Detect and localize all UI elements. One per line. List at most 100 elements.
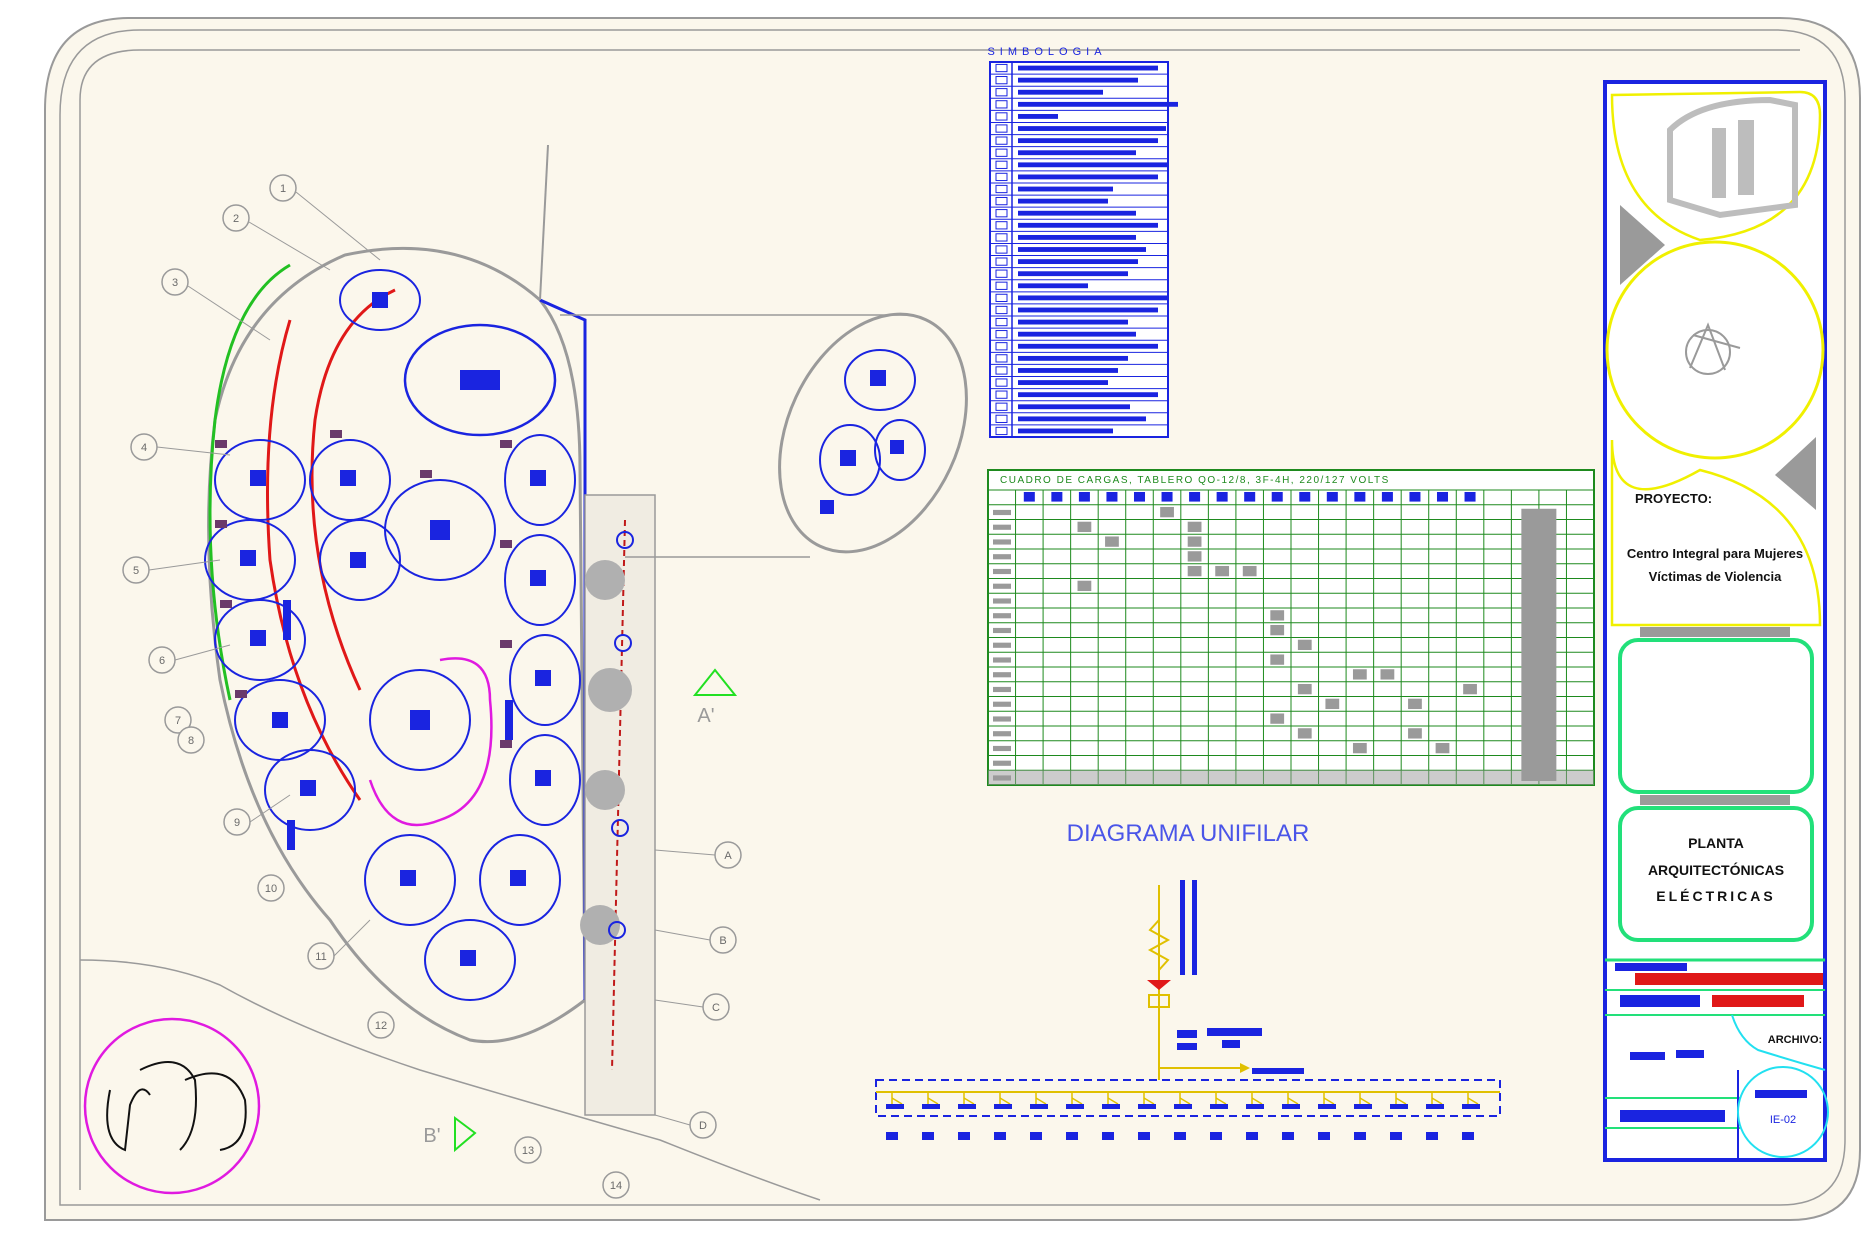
axis-5: 5 xyxy=(133,565,139,577)
load-terminal xyxy=(1210,1132,1222,1140)
total-column xyxy=(1521,508,1557,781)
load-mark xyxy=(1408,728,1422,739)
legend-symbol xyxy=(995,414,1008,423)
load-terminal xyxy=(886,1132,898,1140)
row-label xyxy=(993,642,1011,648)
load-mark xyxy=(1325,698,1340,710)
project-name-line-2: Víctimas de Violencia xyxy=(1649,569,1782,584)
totals-row xyxy=(988,770,1594,785)
column-icon xyxy=(1299,492,1311,502)
section-a-label: A' xyxy=(697,705,714,727)
breaker xyxy=(1102,1104,1120,1109)
load-mark xyxy=(1270,610,1285,621)
breaker xyxy=(958,1104,976,1109)
legend-symbol xyxy=(995,305,1008,315)
column-icon xyxy=(1244,492,1256,502)
load-table-title: CUADRO DE CARGAS, TABLERO QO-12/8, 3F-4H… xyxy=(1000,475,1390,486)
axis-6: 6 xyxy=(159,655,165,667)
axis-14: 14 xyxy=(610,1180,622,1192)
floor-plan: 1 2 3 4 5 6 7 8 9 10 11 12 13 14 A B C D… xyxy=(122,144,968,1199)
legend-symbol xyxy=(995,245,1008,254)
legend-symbol xyxy=(995,63,1008,73)
legend-entry-bar xyxy=(1018,428,1113,434)
axis-c: C xyxy=(712,1002,720,1014)
section-a-marker xyxy=(692,668,738,696)
symbology-title: SIMBOLOGIA xyxy=(987,46,1106,58)
breaker xyxy=(1318,1104,1336,1109)
legend-entry-bar xyxy=(1018,247,1146,252)
column-icon xyxy=(1023,492,1035,502)
row-label xyxy=(993,627,1011,634)
breaker xyxy=(1138,1104,1156,1109)
legend-entry-bar xyxy=(1018,392,1158,398)
load-mark xyxy=(1297,683,1312,695)
load-terminal xyxy=(1354,1132,1366,1140)
row-label xyxy=(993,716,1011,722)
legend-symbol xyxy=(995,426,1008,436)
legend-symbol xyxy=(995,184,1008,194)
load-terminal xyxy=(1462,1132,1474,1140)
north-arrow-icon xyxy=(1685,322,1741,375)
load-mark xyxy=(1270,654,1285,665)
legend-entry-bar xyxy=(1018,186,1113,192)
load-mark xyxy=(1297,728,1312,739)
legend-entry-bar xyxy=(1018,77,1138,83)
breaker xyxy=(1426,1104,1444,1109)
row-label xyxy=(993,524,1011,530)
legend-symbol xyxy=(995,269,1008,278)
legend-symbol xyxy=(995,148,1008,157)
legend-entry-bar xyxy=(1018,380,1108,385)
symbology-legend: SIMBOLOGIA xyxy=(987,46,1178,438)
load-terminal xyxy=(1138,1132,1150,1140)
load-mark xyxy=(1077,580,1092,592)
legend-symbol xyxy=(995,88,1008,97)
axis-labels: 1 2 3 4 5 6 7 8 9 10 11 12 13 14 A B C D xyxy=(133,183,732,1192)
legend-symbol xyxy=(995,172,1008,182)
load-terminal xyxy=(1282,1132,1294,1140)
legend-entry-bar xyxy=(1018,89,1103,95)
load-mark xyxy=(1160,506,1174,518)
sheet-title-3: ELÉCTRICAS xyxy=(1656,888,1775,904)
diagram-title: DIAGRAMA UNIFILAR xyxy=(1067,820,1310,847)
legend-entry-bar xyxy=(1018,210,1136,216)
legend-entry-bar xyxy=(1018,198,1108,204)
axis-b: B xyxy=(719,935,726,947)
project-label: PROYECTO: xyxy=(1635,491,1712,506)
row-label xyxy=(993,613,1011,619)
yellow-ring-bottom xyxy=(1610,439,1822,627)
load-terminal xyxy=(958,1132,970,1140)
logo-icon xyxy=(1667,96,1798,219)
row-label xyxy=(993,745,1011,752)
legend-entry-bar xyxy=(1018,126,1166,131)
column-icon xyxy=(1161,492,1173,502)
breaker xyxy=(886,1104,904,1109)
column-icon xyxy=(1409,492,1421,502)
load-mark xyxy=(1187,551,1202,562)
sheet-title-2: ARQUITECTÓNICAS xyxy=(1648,861,1784,878)
axis-d: D xyxy=(699,1120,707,1132)
row-label xyxy=(993,568,1011,575)
legend-entry-bar xyxy=(1018,114,1058,119)
annex-wiring xyxy=(819,349,926,496)
breaker xyxy=(1462,1104,1480,1109)
legend-symbol xyxy=(995,160,1008,169)
row-label xyxy=(993,598,1011,604)
axis-13: 13 xyxy=(522,1145,534,1157)
row-label xyxy=(993,509,1011,516)
axis-a: A xyxy=(724,850,732,862)
symbology-rows xyxy=(990,61,1178,436)
row-label xyxy=(993,686,1011,693)
breaker xyxy=(922,1104,940,1109)
legend-symbol xyxy=(995,100,1008,109)
legend-entry-bar xyxy=(1018,271,1128,277)
legend-symbol xyxy=(995,124,1008,133)
legend-entry-bar xyxy=(1018,355,1128,361)
trees xyxy=(580,560,632,945)
load-mark xyxy=(1380,669,1395,680)
arrow-right-icon xyxy=(1775,437,1816,510)
single-line-diagram xyxy=(875,880,1501,1140)
legend-symbol xyxy=(995,112,1008,121)
title-block: PROYECTO: Centro Integral para Mujeres V… xyxy=(1603,80,1829,1162)
